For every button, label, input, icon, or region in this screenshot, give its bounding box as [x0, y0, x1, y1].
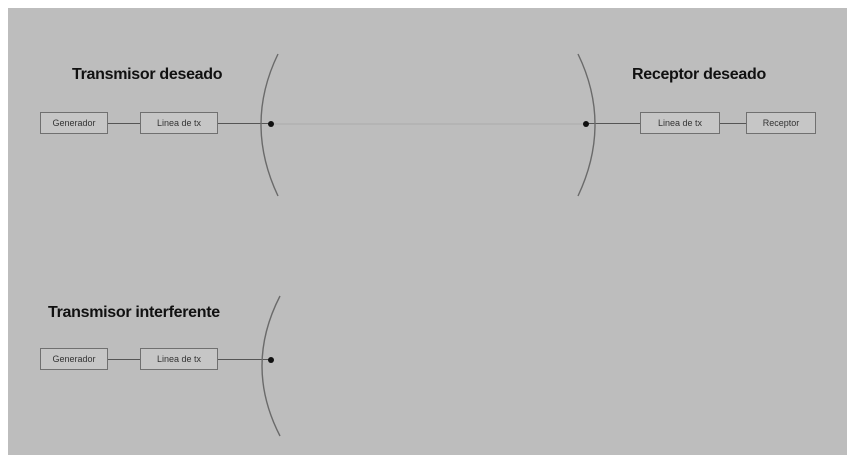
antenna-layer [260, 53, 596, 437]
rx-wire-2 [720, 123, 746, 124]
rx-antenna-feed [583, 121, 589, 127]
tx-wire-1 [108, 123, 140, 124]
tx-antenna-feed [268, 121, 274, 127]
int-antenna-feed [268, 357, 274, 363]
int-antenna-dish [261, 295, 281, 437]
tx-line-box: Linea de tx [140, 112, 218, 134]
diagram-canvas: Transmisor deseado Receptor deseado Tran… [8, 4, 847, 455]
desired-receiver-title: Receptor deseado [632, 66, 766, 83]
tx-wire-2 [218, 123, 270, 124]
tx-antenna-dish [260, 53, 279, 197]
rx-line-box: Linea de tx [640, 112, 720, 134]
int-wire-1 [108, 359, 140, 360]
rx-wire-1 [588, 123, 640, 124]
desired-transmitter-title: Transmisor deseado [72, 66, 223, 83]
rx-antenna-dish [577, 53, 596, 197]
rx-receiver-box: Receptor [746, 112, 816, 134]
interfering-transmitter-title: Transmisor interferente [48, 304, 220, 321]
top-strip [8, 4, 847, 8]
int-line-box: Linea de tx [140, 348, 218, 370]
tx-generator-box: Generador [40, 112, 108, 134]
int-generator-box: Generador [40, 348, 108, 370]
int-wire-2 [218, 359, 270, 360]
